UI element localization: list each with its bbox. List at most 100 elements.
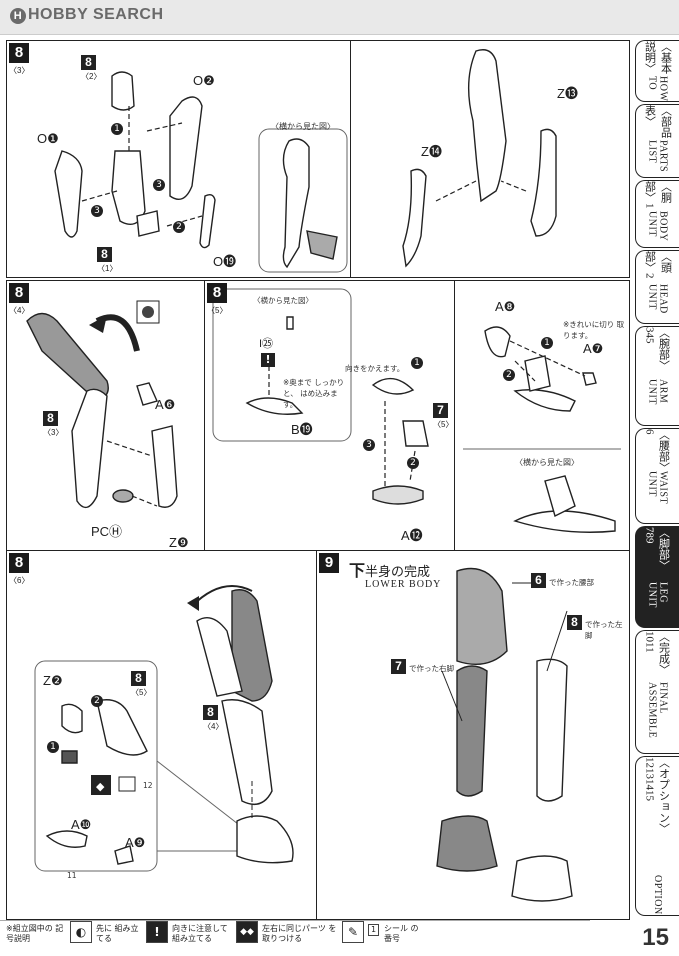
part-ref-8: 8 bbox=[43, 411, 58, 426]
top-bar bbox=[0, 0, 679, 35]
tab-en: WAIST UNIT bbox=[646, 470, 669, 504]
tab-jp: 〈オプション〉12131415 bbox=[643, 757, 670, 834]
svg-text:◆: ◆ bbox=[96, 780, 105, 793]
tab-how-to[interactable]: 〈基本説明〉 HOW TO bbox=[635, 40, 679, 102]
tab-arm-unit[interactable]: 〈腕部〉345 ARM UNIT bbox=[635, 326, 679, 426]
label-o19: O⓳ bbox=[213, 254, 237, 269]
step-sub: 〈3〉 bbox=[9, 66, 30, 75]
order-1: 1 bbox=[111, 123, 123, 135]
arm-attach-drawing bbox=[26, 300, 178, 509]
assemble-first-icon: ◐ bbox=[70, 921, 92, 943]
order-3: 3 bbox=[363, 439, 375, 451]
legend-caution: 向きに注意して 組み立てる bbox=[172, 924, 228, 943]
step-number: 8 bbox=[9, 553, 29, 573]
label-a6: A❻ bbox=[155, 397, 176, 412]
label-pch: PCⒽ bbox=[91, 524, 123, 539]
part-ref-8b-sub: 〈1〉 bbox=[97, 264, 118, 273]
order-3b: 3 bbox=[153, 179, 165, 191]
legend-title: ※組立図中の 記号説明 bbox=[6, 924, 64, 943]
panel-step-8-5-right: A❽ A❼ ※きれいに切り 取ります。 1 2 〈横から見た図〉 bbox=[454, 280, 630, 552]
title-jp: 半身の完成 bbox=[365, 564, 431, 579]
sticker-icon: ✎ bbox=[342, 921, 364, 943]
part-ref-8b: 8 bbox=[97, 247, 112, 262]
tab-en: BODY UNIT bbox=[646, 211, 669, 242]
step-sub: 〈5〉 bbox=[207, 306, 228, 315]
order-1: 1 bbox=[541, 337, 553, 349]
panel-step-8-6: ◆ 8 〈6〉 Z❷ 8 〈5〉 1 2 12 A❿ A❾ 11 8 〈4〉 bbox=[6, 550, 318, 920]
tab-en: HEAD UNIT bbox=[646, 283, 669, 314]
panel-step-8-4: 8 〈4〉 A❻ 8 〈3〉 PCⒽ Z❾ bbox=[6, 280, 206, 552]
sideview-label: 〈横から見た図〉 bbox=[271, 122, 335, 131]
turn-note: 向きをかえます。 bbox=[345, 364, 405, 373]
part-ref-8b-sub: 〈4〉 bbox=[203, 722, 224, 731]
legend-pair-parts: 左右に同じパーツ を取りつける bbox=[262, 924, 337, 943]
legend-sticker-num: 1 bbox=[368, 924, 380, 936]
tab-jp: 〈部品表〉 bbox=[643, 105, 672, 138]
label-a8: A❽ bbox=[495, 299, 516, 314]
order-1: 1 bbox=[411, 357, 423, 369]
label-z2: Z❷ bbox=[43, 673, 63, 688]
label-b19: B⓳ bbox=[291, 422, 313, 437]
lower-body-drawing bbox=[436, 567, 573, 902]
symbol-legend: ※組立図中の 記号説明 ◐ 先に 組み立てる ! 向きに注意して 組み立てる ◆… bbox=[0, 920, 590, 956]
label-a7: A❼ bbox=[583, 341, 604, 356]
label-a10: A❿ bbox=[71, 817, 92, 832]
label-i25: I㉕ bbox=[259, 338, 274, 350]
pair-parts-icon: ◆◆ bbox=[236, 921, 258, 943]
part-ref-7: 7 bbox=[433, 403, 448, 418]
tab-jp: 〈胴部〉1 bbox=[643, 181, 672, 209]
part-ref-8-sub: 〈3〉 bbox=[43, 428, 64, 437]
order-2: 2 bbox=[173, 221, 185, 233]
label-z14: Z⓮ bbox=[421, 144, 442, 159]
page-number: 15 bbox=[642, 924, 669, 951]
panel-step-9: 9 下 半身の完成 LOWER BODY 6 で作った腰部 8 で作った左脚 7… bbox=[316, 550, 630, 920]
order-1: 1 bbox=[47, 741, 59, 753]
order-2: 2 bbox=[407, 457, 419, 469]
tab-option[interactable]: 〈オプション〉12131415 OPTION bbox=[635, 756, 679, 916]
step-sub: 〈6〉 bbox=[9, 576, 30, 585]
tab-waist-unit[interactable]: 〈腰部〉6 WAIST UNIT bbox=[635, 428, 679, 524]
order-2: 2 bbox=[91, 695, 103, 707]
tab-jp: 〈脚部〉789 bbox=[643, 527, 670, 571]
part-ref-8a: 8 bbox=[131, 671, 146, 686]
step-number: 9 bbox=[319, 553, 339, 573]
order-3a: 3 bbox=[91, 205, 103, 217]
sticker-12: 12 bbox=[143, 781, 153, 790]
waist-ref-6: 6 bbox=[531, 573, 546, 588]
tab-jp: 〈完成〉1011 bbox=[643, 631, 670, 675]
title-en: LOWER BODY bbox=[365, 579, 442, 590]
tab-en: ARM UNIT bbox=[646, 379, 669, 406]
tab-jp: 〈腕部〉345 bbox=[643, 327, 670, 371]
label-o2: O❷ bbox=[193, 73, 215, 88]
waist-ref-text: で作った腰部 bbox=[549, 578, 594, 587]
ankle-drawing bbox=[463, 326, 621, 533]
arm-parts-drawing bbox=[54, 71, 348, 273]
leg-frame-drawing bbox=[402, 49, 557, 268]
label-z13: Z⓭ bbox=[557, 86, 578, 101]
tab-jp: 〈頭部〉2 bbox=[643, 251, 672, 279]
tab-final-assemble[interactable]: 〈完成〉1011 FINAL ASSEMBLE bbox=[635, 630, 679, 754]
caution-icon: ! bbox=[146, 921, 168, 943]
part-ref-8: 8 bbox=[81, 55, 96, 70]
label-o1: O❶ bbox=[37, 131, 59, 146]
label-z9: Z❾ bbox=[169, 535, 189, 550]
label-a9: A❾ bbox=[125, 835, 146, 850]
tab-parts-list[interactable]: 〈部品表〉 PARTS LIST bbox=[635, 104, 679, 178]
part-ref-8b: 8 bbox=[203, 705, 218, 720]
tab-en: HOW TO bbox=[646, 75, 669, 101]
tab-body-unit[interactable]: 〈胴部〉1 BODY UNIT bbox=[635, 180, 679, 248]
caution-icon: ! bbox=[261, 353, 275, 367]
tab-leg-unit[interactable]: 〈脚部〉789 LEG UNIT bbox=[635, 526, 679, 628]
insertion-note: ※奥まで しっかりと、 はめ込みます。 bbox=[283, 378, 345, 409]
tab-head-unit[interactable]: 〈頭部〉2 HEAD UNIT bbox=[635, 250, 679, 324]
part-ref-7-sub: 〈5〉 bbox=[433, 420, 454, 429]
part-ref-8a-sub: 〈5〉 bbox=[131, 688, 152, 697]
cut-note: ※きれいに切り 取ります。 bbox=[563, 320, 625, 340]
order-2: 2 bbox=[503, 369, 515, 381]
knee-foot-drawing: ◆ bbox=[34, 585, 294, 872]
sideview-label: 〈横から見た図〉 bbox=[515, 458, 579, 467]
left-leg-ref-text: で作った左脚 bbox=[585, 620, 623, 640]
tab-jp: 〈腰部〉6 bbox=[643, 429, 670, 468]
left-leg-ref-8: 8 bbox=[567, 615, 582, 630]
